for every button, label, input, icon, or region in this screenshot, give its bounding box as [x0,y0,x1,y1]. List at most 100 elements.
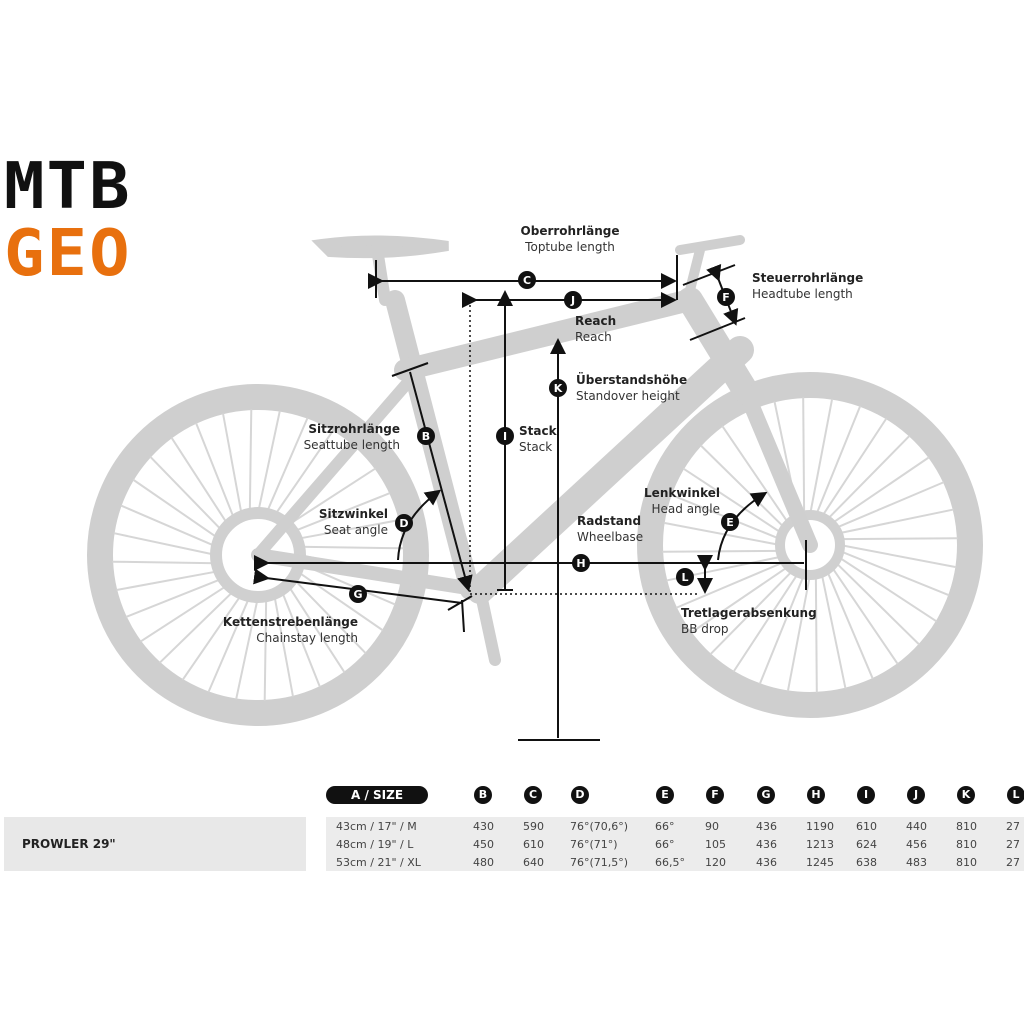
spoke [733,571,800,672]
value-cell: 436 [756,856,777,869]
svg-text:H: H [576,557,585,570]
column-header-d: D [571,786,589,804]
svg-text:E: E [726,516,734,529]
value-cell: 810 [956,820,977,833]
spoke [820,571,847,689]
value-cell: 610 [523,838,544,851]
spoke [814,405,861,517]
spoke [132,479,221,540]
spoke [286,583,346,673]
spoke [833,481,945,530]
column-header-e: E [656,786,674,804]
column-header-i: I [857,786,875,804]
spoke [663,522,781,546]
column-header-g: G [757,786,775,804]
spoke [838,537,958,541]
model-cell: PROWLER 29" [4,817,306,871]
value-cell: 456 [906,838,927,851]
spoke [838,549,950,596]
spoke [295,570,384,631]
value-cell: 610 [856,820,877,833]
spoke [140,583,230,643]
spoke [759,573,806,685]
value-cell: 27 [1006,856,1020,869]
value-cell: 483 [906,856,927,869]
spoke [830,565,899,665]
svg-text:L: L [681,571,688,584]
bike-silhouette [87,235,983,726]
spoke [116,570,221,591]
spoke [170,437,230,527]
spoke [248,409,253,515]
value-cell: 105 [705,838,726,851]
spoke [833,560,920,646]
spoke [235,596,259,700]
size-cell: 48cm / 19" / L [336,838,414,851]
svg-text:I: I [503,430,507,443]
svg-text:K: K [554,382,563,395]
value-cell: 76°(71°) [570,838,618,851]
spoke [280,588,321,688]
marker-seatangle: D [395,514,413,532]
value-cell: 1190 [806,820,834,833]
svg-text:D: D [399,517,408,530]
spoke [839,544,957,568]
column-header-c: C [524,786,542,804]
spoke [182,592,243,681]
marker-reach: J [564,291,582,309]
spoke [809,398,833,516]
rear-wheel [87,384,429,726]
marker-stack: I [496,427,514,445]
value-cell: 624 [856,838,877,851]
marker-bbdrop: L [676,568,694,586]
spoke [257,410,281,514]
svg-text:C: C [523,274,531,287]
value-cell: 1245 [806,856,834,869]
marker-toptube: C [518,271,536,289]
spoke [700,444,787,530]
value-cell: 810 [956,838,977,851]
spoke [662,549,782,553]
column-header-k: K [957,786,975,804]
value-cell: 440 [906,820,927,833]
spoke [149,456,225,533]
spoke [295,519,400,540]
value-cell: 450 [473,838,494,851]
value-cell: 27 [1006,838,1020,851]
spoke [120,504,218,548]
marker-wheelbase: H [572,554,590,572]
marker-headtube: F [717,288,735,306]
value-cell: 66° [655,820,675,833]
svg-text:G: G [353,588,362,601]
spoke [298,545,404,550]
spoke [291,492,391,533]
value-cell: 590 [523,820,544,833]
spoke [207,595,251,693]
spoke [830,456,930,525]
value-cell: 480 [473,856,494,869]
model-name: PROWLER 29" [22,837,116,851]
spoke [273,592,294,697]
marker-chainstay: G [349,585,367,603]
spoke [286,467,376,527]
value-cell: 66,5° [655,856,685,869]
svg-text:J: J [570,294,575,307]
spoke [836,508,954,535]
svg-text:F: F [722,291,730,304]
value-cell: 436 [756,838,777,851]
spoke [675,560,787,609]
value-cell: 120 [705,856,726,869]
spoke [683,468,784,535]
front-wheel [637,372,983,718]
